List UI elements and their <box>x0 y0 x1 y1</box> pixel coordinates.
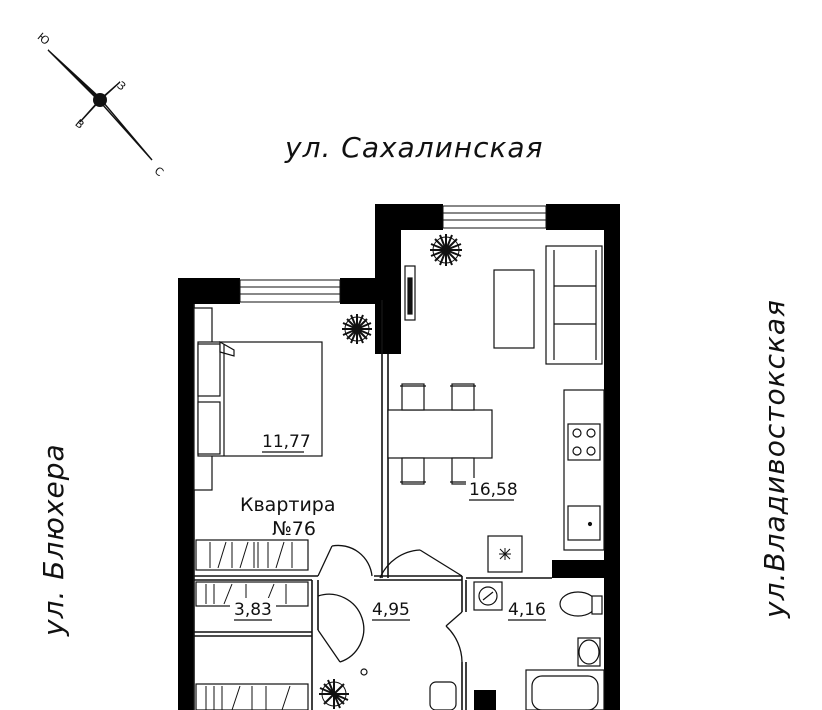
kitchen-sink <box>567 505 601 541</box>
street-label-top: ул. Сахалинская <box>284 131 543 164</box>
room-area-living: 16,58 <box>469 480 518 500</box>
compass-label-east: В <box>72 117 86 132</box>
sofa <box>545 245 603 365</box>
dining-table <box>387 409 493 459</box>
compass: Ю З В С <box>35 30 166 179</box>
interior-walls <box>193 300 552 710</box>
window-bedroom <box>239 279 341 303</box>
chair-3 <box>401 457 425 485</box>
exterior-walls <box>178 204 620 710</box>
room-area-bedroom: 11,77 <box>262 432 311 452</box>
compass-label-west: З <box>114 79 128 93</box>
cooktop <box>567 423 601 461</box>
compass-label-north: С <box>152 164 166 179</box>
plant-icon <box>430 234 462 266</box>
hall-cabinet <box>429 681 457 710</box>
room-area-wardrobe: 3,83 <box>234 600 272 620</box>
doors <box>317 544 463 663</box>
plant-icon <box>342 314 372 344</box>
windows <box>239 205 547 303</box>
chair-2 <box>451 383 475 411</box>
coffee-table <box>493 269 535 349</box>
apartment-number: №76 <box>272 518 316 540</box>
window-living <box>442 205 547 229</box>
furniture <box>193 245 605 710</box>
room-area-hall: 4,95 <box>372 600 410 620</box>
street-label-right: ул.Владивостокская <box>758 299 791 619</box>
street-label-left: ул. Блюхера <box>37 443 70 637</box>
toilet <box>559 591 597 617</box>
chair-4 <box>451 457 475 485</box>
compass-label-south: Ю <box>35 30 53 48</box>
compass-needle-north-south-shade <box>48 50 102 104</box>
compass-center <box>93 93 107 107</box>
apartment-title: Квартира <box>240 494 336 516</box>
room-area-bathroom: 4,16 <box>508 600 546 620</box>
chair-1 <box>401 383 425 411</box>
wardrobe-bedroom <box>195 539 309 571</box>
plant-icon <box>319 679 349 709</box>
room-labels: 11,77 Квартира №76 16,58 3,83 4,95 4,16 <box>230 430 550 622</box>
